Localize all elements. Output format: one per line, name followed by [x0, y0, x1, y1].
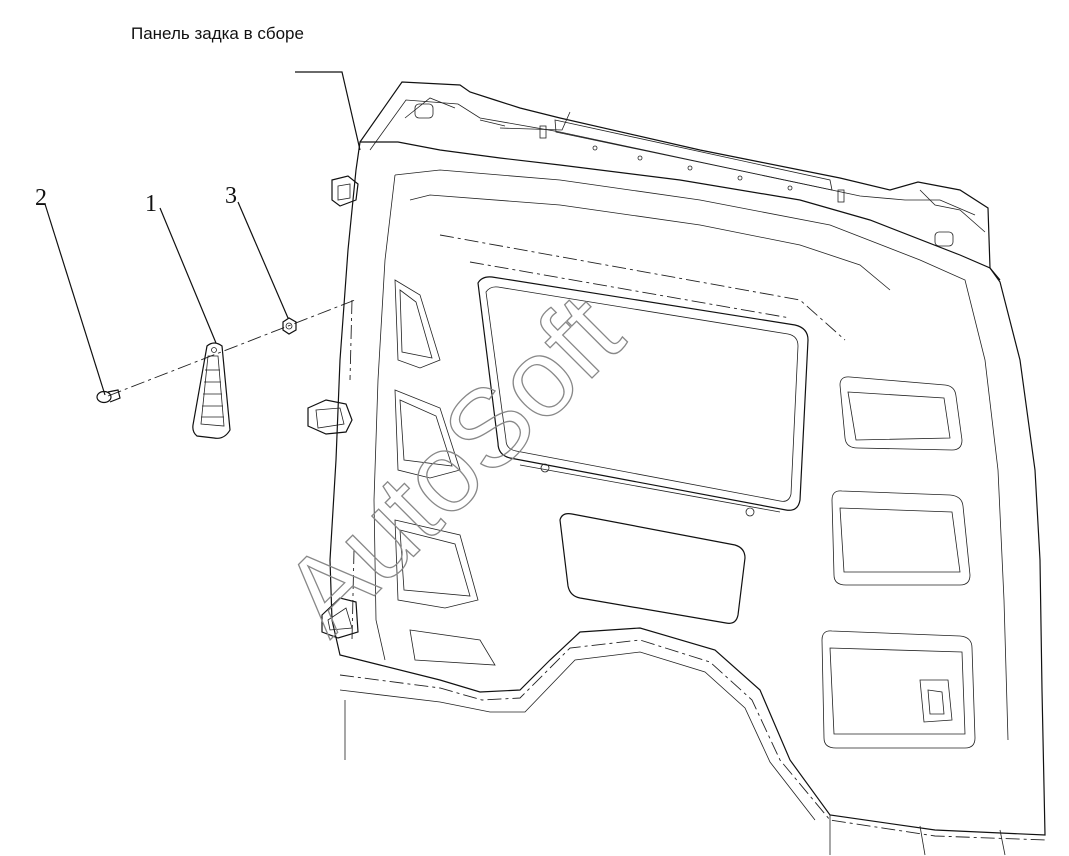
nut-part — [282, 317, 297, 335]
leader-3 — [237, 201, 289, 319]
leader-lines — [44, 71, 361, 397]
callout-3: 3 — [225, 183, 237, 209]
rear-panel-assembly — [307, 81, 1046, 856]
handle-part — [192, 342, 231, 439]
assembly-label: Панель задка в сборе — [131, 24, 304, 43]
callout-1: 1 — [145, 191, 157, 217]
leader-1 — [159, 207, 217, 344]
assembly-axis — [107, 299, 356, 397]
screw-part — [96, 389, 121, 404]
leader-2 — [44, 203, 106, 396]
leader-assembly — [295, 71, 361, 151]
callout-2: 2 — [35, 185, 47, 211]
